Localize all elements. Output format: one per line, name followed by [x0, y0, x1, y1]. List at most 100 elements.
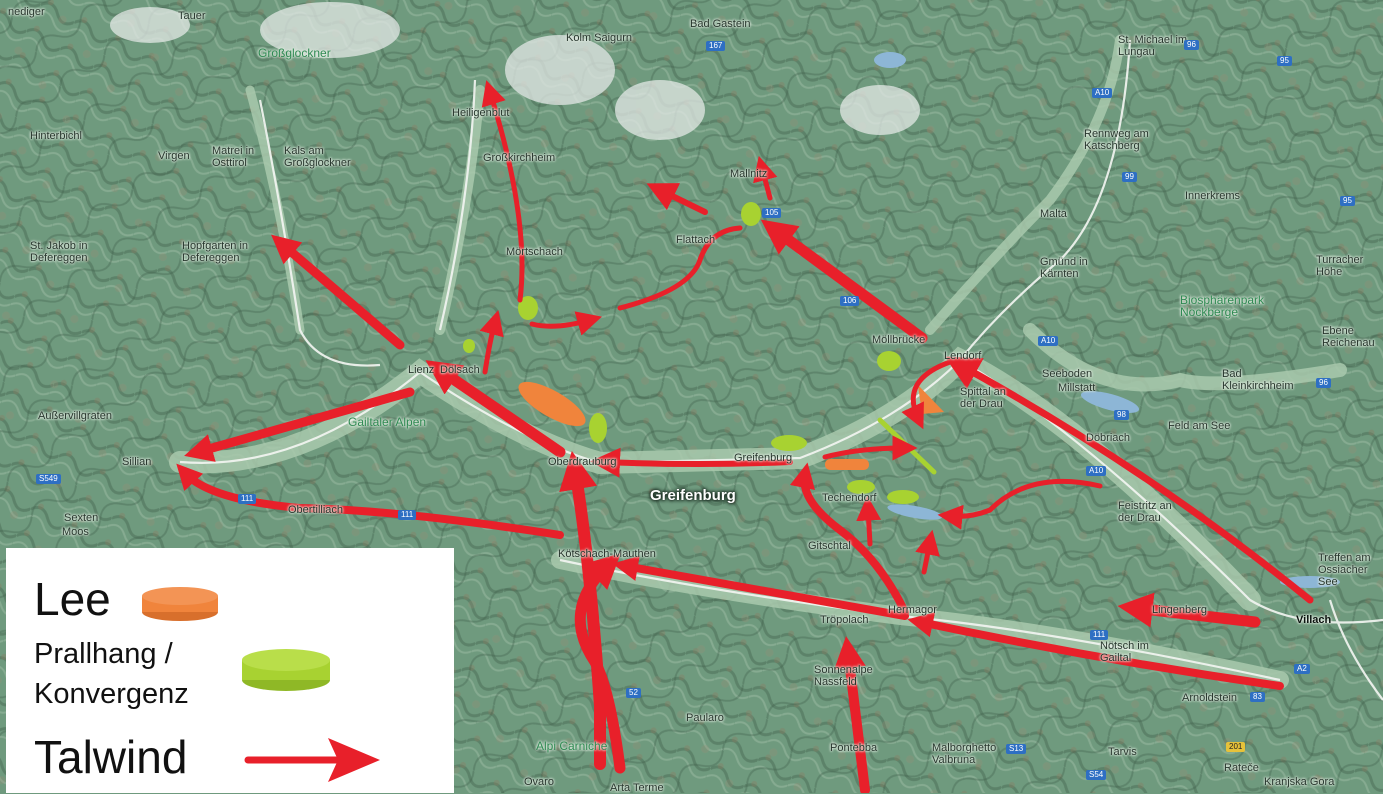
place-label: Alpi Carniche — [536, 739, 608, 753]
place-label: Greifenburg — [734, 452, 793, 464]
place-label: Mallnitz — [730, 168, 768, 180]
prallhang-marker-1 — [463, 339, 475, 353]
place-label: Rateče — [1224, 762, 1259, 774]
place-label: Paularo — [686, 712, 724, 724]
place-label: Tröpolach — [820, 614, 869, 626]
talwind-arrow — [915, 529, 940, 575]
place-label: Lendorf — [944, 350, 982, 362]
road-shield: 98 — [1114, 410, 1129, 420]
road-shield: S13 — [1006, 744, 1027, 754]
talwind-arrow — [574, 552, 626, 774]
place-label: Hopfgarten in Defereggen — [182, 240, 249, 264]
road-shield: 96 — [1316, 378, 1331, 388]
talwind-arrow — [529, 311, 603, 336]
road-shield: A10 — [1086, 466, 1107, 476]
place-label: Villach — [1296, 614, 1332, 626]
talwind-arrow — [937, 479, 1103, 530]
place-label: Bad Gastein — [690, 18, 751, 30]
place-label: Oberdrauburg — [548, 456, 617, 468]
place-label: Seeboden — [1042, 368, 1093, 380]
talwind-arrow — [753, 155, 778, 201]
road-shield: 106 — [840, 296, 860, 306]
place-label: Hermagor — [888, 604, 937, 616]
place-label: Turracher Höhe — [1316, 254, 1364, 278]
lee-marker-greifenburg — [825, 459, 869, 470]
place-label: Außervillgraten — [38, 410, 112, 422]
place-label: Obertilliach — [288, 504, 344, 516]
prallhang-marker-6 — [877, 351, 901, 371]
place-label: Mörtschach — [506, 246, 563, 258]
place-label: Dölsach — [440, 364, 480, 376]
place-label: Sillian — [122, 456, 152, 468]
legend-talwind-label: Talwind — [34, 731, 188, 783]
place-label: Treffen am Ossiacher See — [1318, 552, 1371, 588]
place-label: Feistritz an der Drau — [1118, 500, 1172, 524]
place-label: Kötschach-Mauthen — [558, 548, 656, 560]
road-shield: 95 — [1340, 196, 1355, 206]
talwind-arrow — [481, 80, 525, 303]
lakes — [874, 52, 1340, 588]
place-label: St. Jakob in Defereggen — [30, 240, 88, 264]
prallhang-marker-4 — [741, 202, 761, 226]
place-label: Sonnenalpe Nassfeld — [814, 664, 873, 688]
place-label: Heiligenblut — [452, 107, 510, 119]
talwind-arrow — [479, 309, 504, 375]
place-label: Sexten — [64, 512, 99, 524]
lee-markers — [518, 381, 944, 470]
prallhang-marker-5 — [771, 435, 807, 451]
place-label: Kranjska Gora — [1264, 776, 1335, 788]
place-label: Pontebba — [830, 742, 878, 754]
place-label: Tauer — [178, 10, 206, 22]
place-label: Techendorf — [822, 492, 877, 504]
lee-marker-oberdrauburg — [518, 381, 586, 427]
glacier-areas — [110, 2, 920, 140]
place-label: Biosphärenpark Nockberge — [1180, 293, 1265, 319]
place-label: Großglockner — [258, 46, 331, 60]
place-label: Virgen — [158, 150, 190, 162]
talwind-arrow — [271, 234, 405, 350]
road-shield: 111 — [1090, 630, 1109, 640]
place-label: Bad Kleinkirchheim — [1222, 368, 1294, 392]
legend-konvergenz-label: Konvergenz — [34, 678, 189, 710]
place-label: Gitschtal — [808, 540, 851, 552]
legend-prallhang-swatch — [242, 649, 330, 691]
prallhang-marker-8 — [887, 490, 919, 504]
talwind-arrow — [425, 360, 566, 458]
place-label: Matrei in Osttirol — [212, 145, 255, 169]
place-label: Ovaro — [524, 776, 554, 788]
legend-lee-label: Lee — [34, 573, 111, 625]
lee-marker-lendorf — [918, 385, 944, 414]
place-label: Möllbrücke — [872, 334, 926, 346]
place-label: Kolm Saigurn — [566, 32, 633, 44]
place-label: Gailtaler Alpen — [348, 415, 427, 429]
road-shield: 96 — [1184, 40, 1199, 50]
place-label: Lingenberg — [1152, 604, 1208, 616]
legend-panel: Lee Prallhang / Konvergenz Talwind — [6, 548, 454, 793]
place-label: Malborghetto Valbruna — [932, 742, 997, 766]
talwind-arrow — [901, 359, 953, 430]
place-label: Feld am See — [1168, 420, 1231, 432]
talwind-arrow — [834, 636, 870, 793]
talwind-arrow — [822, 435, 918, 461]
road-shield: 99 — [1122, 172, 1137, 182]
place-label: Lienz — [408, 364, 435, 376]
road-shield: S549 — [36, 474, 61, 484]
place-label: Tarvis — [1108, 746, 1137, 758]
talwind-arrow — [590, 447, 793, 478]
place-label: Nötsch im Gailtal — [1100, 640, 1149, 664]
place-label: Döbriach — [1086, 432, 1131, 444]
road-shield: A10 — [1092, 88, 1113, 98]
prallhang-marker-7 — [847, 480, 875, 494]
road-shield: 111 — [398, 510, 417, 520]
place-label: St. Michael im Lungau — [1118, 34, 1188, 58]
place-label: Millstatt — [1058, 382, 1096, 394]
prallhang-marker-2 — [518, 296, 538, 320]
place-label: Gmünd in Kärnten — [1040, 256, 1088, 280]
talwind-arrow — [1117, 592, 1261, 628]
road-shield: S54 — [1086, 770, 1107, 780]
talwind-arrow — [760, 219, 928, 344]
place-label: Ebene Reichenau — [1322, 325, 1375, 349]
road-shield: 201 — [1226, 742, 1246, 752]
place-label: Moos — [62, 526, 89, 538]
place-label: Malta — [1040, 208, 1067, 220]
